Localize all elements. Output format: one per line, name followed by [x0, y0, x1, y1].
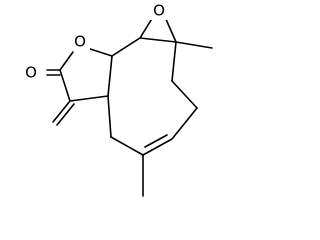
- lactone-ring: [59, 47, 113, 102]
- macrocycle-ring: [107, 41, 198, 156]
- bond-ch-alkene-c: [69, 95, 109, 102]
- exocyclic-methylene: [52, 100, 75, 126]
- bond-alkene-c-carbonyl-c: [59, 69, 71, 102]
- bond-ch-ch: [107, 55, 113, 97]
- epoxide-oxygen-label: O: [153, 2, 165, 20]
- bond-epoxide-c1-c2: [139, 37, 177, 43]
- bond-ch2-b-alkene-ch: [171, 107, 198, 140]
- atom-labels: O O O: [21, 2, 169, 82]
- bond-ring-o-ch: [86, 47, 113, 57]
- epoxide-ring: [111, 16, 177, 57]
- bond-ch2-c-ch2-d: [107, 95, 112, 138]
- bond-methyl-epoxide: [175, 41, 213, 49]
- bond-methylene-double-1: [52, 100, 71, 123]
- bond-carbonyl-c-ring-o: [59, 51, 74, 71]
- bond-alkene-double-outer: [142, 138, 173, 156]
- chemical-structure-diagram: O O O: [21, 1, 213, 197]
- bond-methylene-double-2: [56, 103, 75, 126]
- bond-alkene-double-inner: [144, 134, 168, 148]
- carbonyl-oxygen-label: O: [25, 64, 37, 82]
- bond-alkene-c-ch2-c: [110, 136, 144, 156]
- bond-c2-ch2-a: [171, 41, 177, 82]
- bond-epoxide-c1-o: [139, 16, 154, 39]
- bond-ch-epoxide-c1: [111, 37, 141, 57]
- bond-epoxide-c2-o: [164, 16, 177, 43]
- lactone-oxygen-label: O: [74, 33, 86, 51]
- bond-ch2-a-ch2-b: [171, 80, 198, 109]
- methyl-groups: [142, 41, 213, 197]
- carbonyl-group: [46, 69, 61, 76]
